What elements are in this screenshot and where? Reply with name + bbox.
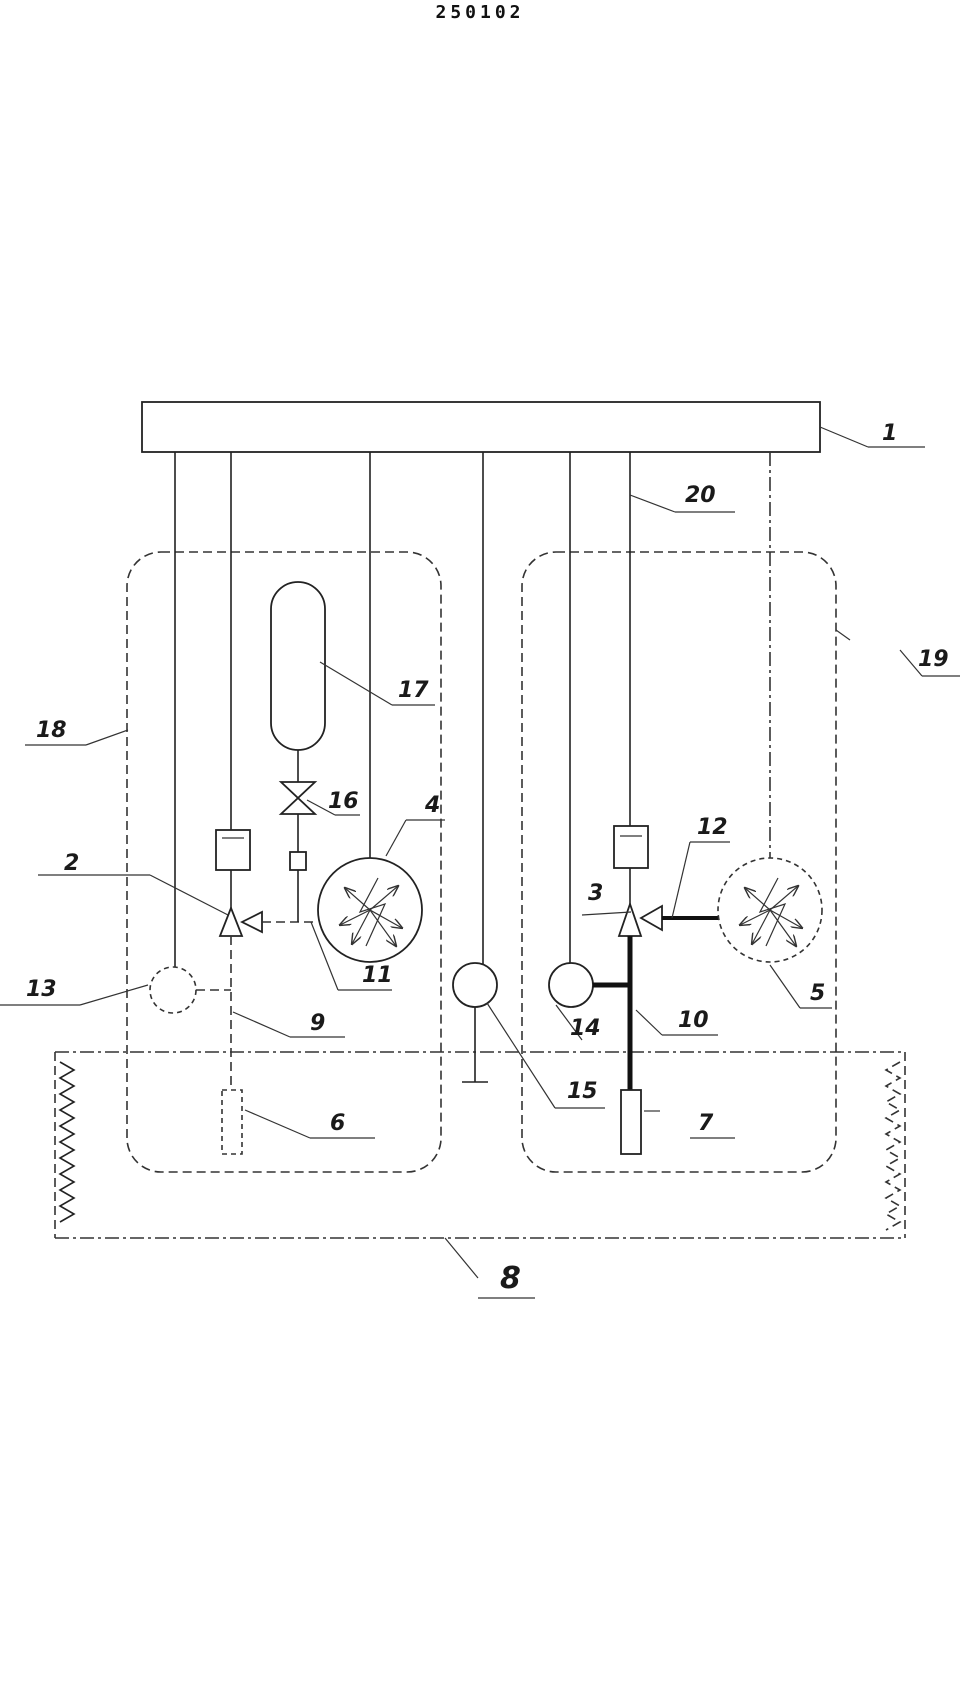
label-18: 18 [36,718,67,743]
label-1: 1 [882,421,897,446]
left-solenoid [215,829,251,871]
shutoff-valve [278,781,318,815]
label-16: 16 [328,789,359,814]
label-2: 2 [64,851,79,876]
right-module-boundary [521,551,837,1173]
label-8: 8 [500,1261,521,1296]
leader-lines [0,426,960,1299]
label-10: 10 [678,1008,709,1033]
base-ground [54,1051,906,1239]
label-17: 17 [398,678,429,703]
label-6: 6 [330,1111,345,1136]
label-12: 12 [697,815,728,840]
label-3: 3 [588,881,603,906]
label-7: 7 [698,1111,714,1136]
label-4: 4 [424,793,440,818]
left-actuator [221,1089,243,1155]
label-13: 13 [26,977,57,1002]
right-control-valve [617,901,643,937]
label-9: 9 [310,1011,325,1036]
label-15: 15 [567,1079,598,1104]
right-solenoid [613,825,649,869]
left-generator [317,857,423,963]
pressure-vessel [270,581,326,751]
label-19: 19 [918,647,949,672]
label-5: 5 [810,981,825,1006]
left-module-boundary [126,551,442,1173]
right-actuator [620,1089,642,1155]
right-sensor [548,962,594,1008]
label-11: 11 [362,963,393,988]
label-20: 20 [685,483,716,508]
right-generator [717,857,823,963]
bus-connection-lines [174,452,771,970]
left-sensor [149,966,197,1014]
top-bus-bar [141,401,821,453]
center-sensor [452,962,498,1008]
document-number: 250102 [435,2,525,23]
label-14: 14 [570,1016,601,1041]
